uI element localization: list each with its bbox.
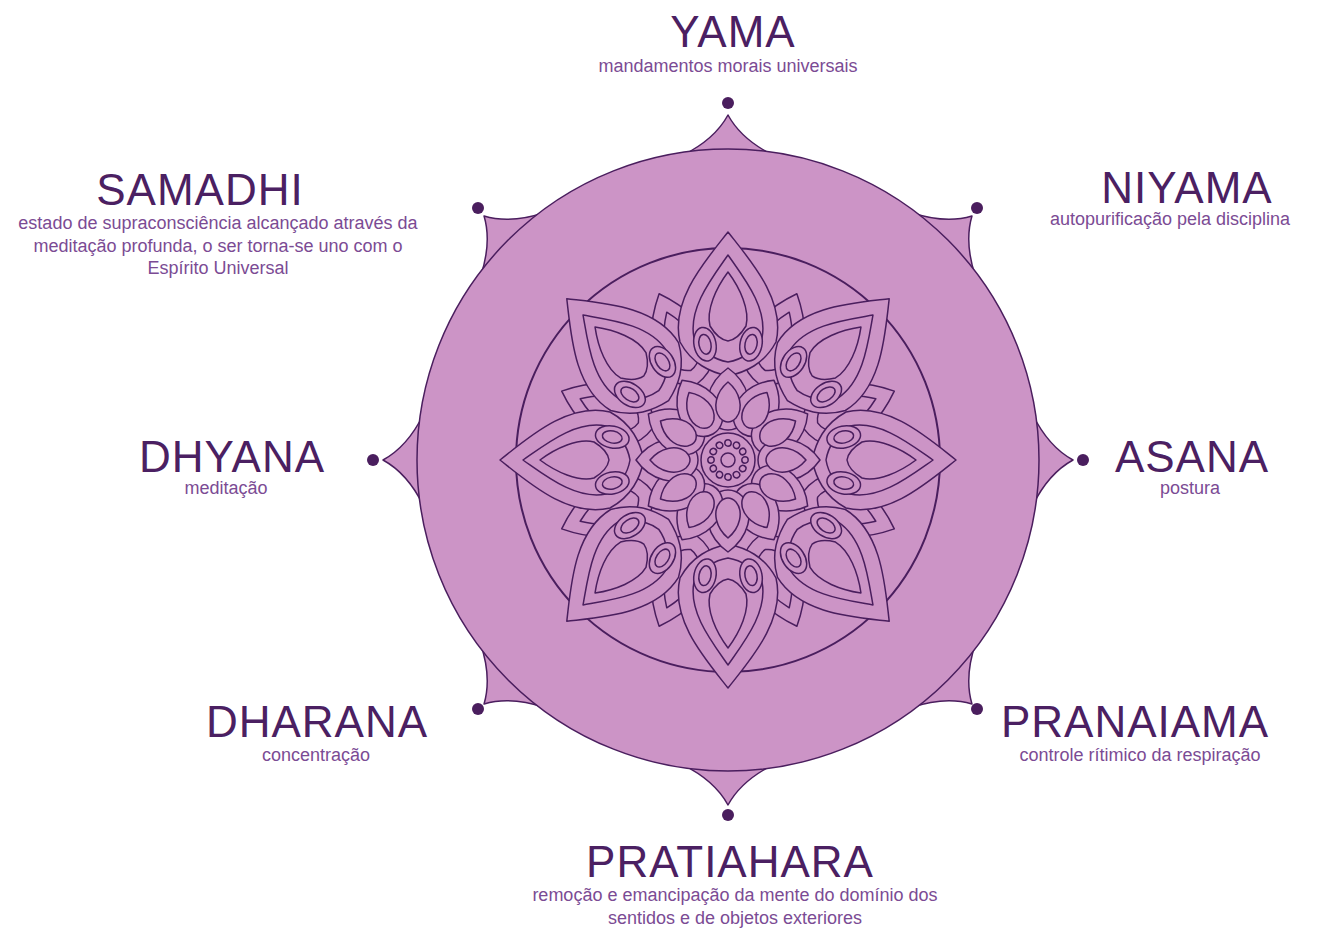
marker-dots <box>367 97 1089 821</box>
limb-name: SAMADHI <box>96 166 303 214</box>
limb-description: estado de supraconsciência alcançado atr… <box>12 212 424 280</box>
limb-description: remoção e emancipação da mente do domíni… <box>500 884 970 929</box>
limb-description: mandamentos morais universais <box>598 55 857 78</box>
limb-name: DHYANA <box>139 433 325 481</box>
limb-description: controle rítimico da respiração <box>1019 744 1260 767</box>
limb-name: DHARANA <box>206 698 428 746</box>
limb-name: YAMA <box>670 8 795 56</box>
limb-name: NIYAMA <box>1101 164 1272 212</box>
limb-description: postura <box>1160 477 1220 500</box>
limb-name: PRANAIAMA <box>1001 698 1269 746</box>
limb-description: concentração <box>262 744 370 767</box>
limb-description: meditação <box>184 477 267 500</box>
limb-description: autopurificação pela disciplina <box>1050 208 1290 231</box>
limb-name: ASANA <box>1115 433 1269 481</box>
limb-name: PRATIAHARA <box>586 838 874 886</box>
